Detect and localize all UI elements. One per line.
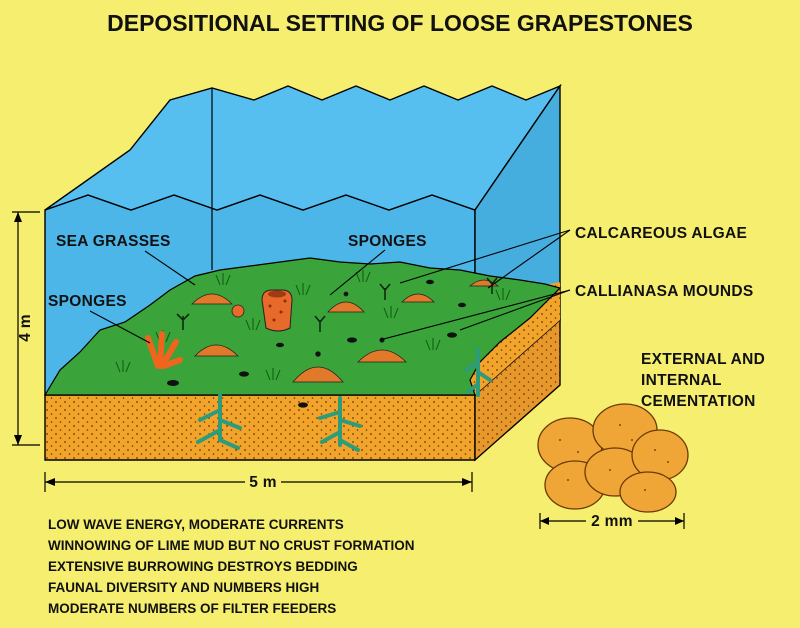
water-top xyxy=(44,84,562,211)
fact-line-2: WINNOWING OF LIME MUD BUT NO CRUST FORMA… xyxy=(48,538,414,553)
sponge-ball xyxy=(231,304,245,318)
fact-line-1: LOW WAVE ENERGY, MODERATE CURRENTS xyxy=(48,517,344,532)
leader-lines xyxy=(89,229,571,344)
calcareous-algae xyxy=(176,277,498,332)
fact-line-5: MODERATE NUMBERS OF FILTER FEEDERS xyxy=(48,601,336,616)
diagram-title: DEPOSITIONAL SETTING OF LOOSE GRAPESTONE… xyxy=(107,10,693,36)
callianasa-mounds xyxy=(191,279,500,383)
cementation-line-1: EXTERNAL AND xyxy=(641,351,765,368)
label-callianasa-mounds: CALLIANASA MOUNDS xyxy=(575,283,753,300)
burrow-holes xyxy=(167,279,466,408)
sea-grass xyxy=(115,270,511,381)
fact-line-3: EXTENSIVE BURROWING DESTROYS BEDDING xyxy=(48,559,358,574)
height-dimension xyxy=(12,211,40,446)
label-sponges-upper: SPONGES xyxy=(348,233,427,250)
label-sea-grasses: SEA GRASSES xyxy=(56,233,171,250)
grapestone-cluster xyxy=(537,403,689,513)
cementation-line-3: CEMENTATION xyxy=(641,393,756,410)
label-grain-size: 2 mm xyxy=(591,513,633,530)
sponge-barrel xyxy=(261,289,293,332)
label-calcareous-algae: CALCAREOUS ALGAE xyxy=(575,225,747,242)
label-width: 5 m xyxy=(249,474,277,491)
fact-line-4: FAUNAL DIVERSITY AND NUMBERS HIGH xyxy=(48,580,319,595)
burrow-plants xyxy=(196,348,492,452)
block-diagram xyxy=(43,83,562,462)
label-height: 4 m xyxy=(17,314,34,342)
label-sponges-left: SPONGES xyxy=(48,293,127,310)
cementation-line-2: INTERNAL xyxy=(641,372,722,389)
